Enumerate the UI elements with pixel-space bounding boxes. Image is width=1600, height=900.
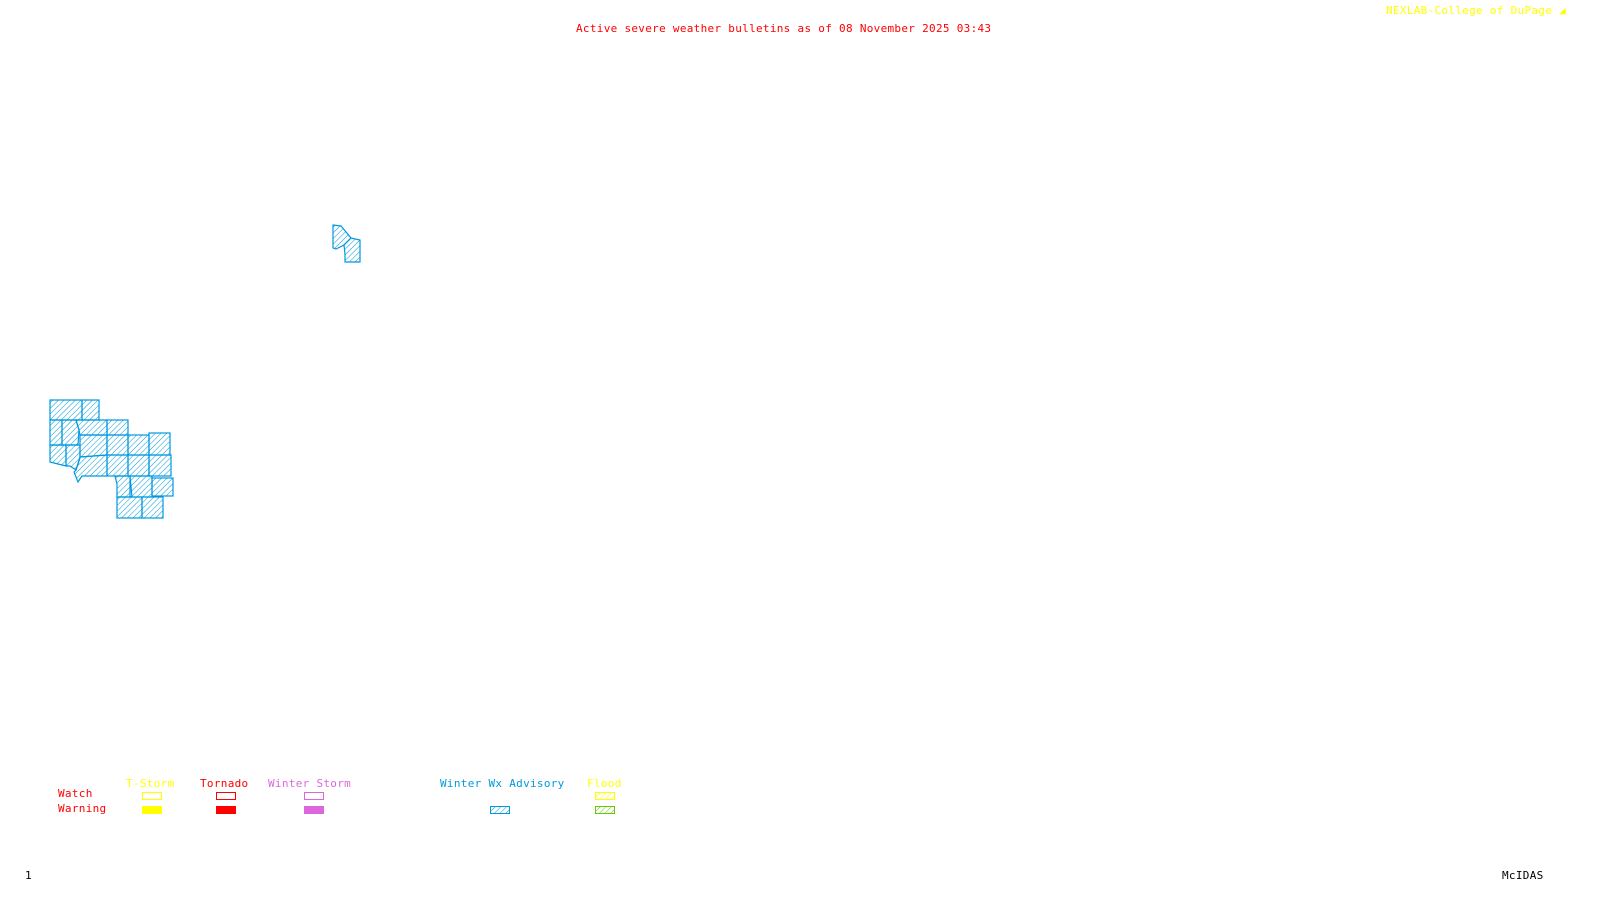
legend-label-winter-wx-advisory: Winter Wx Advisory	[440, 777, 565, 790]
legend-row-warning: Warning	[58, 802, 107, 815]
advisory-zone	[148, 454, 172, 477]
legend-tornado-watch-swatch	[216, 792, 236, 800]
advisory-zone	[79, 434, 108, 458]
advisory-zone	[116, 496, 143, 519]
advisory-zone	[61, 419, 80, 446]
credit-label: NEXLAB-College of DuPage ◢	[1386, 5, 1566, 17]
advisory-zone	[49, 399, 83, 421]
legend-winter-storm-warning-swatch	[304, 806, 324, 814]
legend-row-watch: Watch	[58, 787, 93, 800]
advisory-zone	[343, 237, 361, 263]
software-label: McIDAS	[1502, 869, 1544, 882]
advisory-zone	[141, 496, 164, 519]
advisory-zone	[151, 477, 174, 497]
advisory-zone	[75, 419, 108, 436]
legend-tstorm-warning-swatch	[142, 806, 162, 814]
legend-tornado-warning-swatch	[216, 806, 236, 814]
legend-label-winter-storm: Winter Storm	[268, 777, 352, 790]
credit-text: NEXLAB-College of DuPage	[1386, 4, 1553, 17]
legend-winter-storm-watch-swatch	[304, 792, 324, 800]
advisory-zone	[129, 475, 153, 498]
advisory-zone	[127, 434, 150, 456]
nexlab-logo-icon: ◢	[1559, 4, 1567, 17]
advisory-zone	[49, 444, 67, 467]
advisory-zone	[148, 432, 171, 456]
advisory-area-north	[332, 224, 361, 263]
advisory-zone	[127, 454, 150, 477]
advisory-zone	[81, 399, 100, 421]
legend-label-tornado: Tornado	[200, 777, 249, 790]
legend-label-tstorm: T-Storm	[126, 777, 175, 790]
frame-number: 1	[25, 869, 32, 882]
legend-label-flood: Flood	[587, 777, 622, 790]
legend-flood-warning-swatch	[595, 806, 615, 814]
advisory-zone	[106, 434, 129, 456]
legend-flood-watch-swatch	[595, 792, 615, 800]
advisory-zone	[49, 419, 63, 446]
bulletin-title: Active severe weather bulletins as of 08…	[576, 22, 992, 35]
legend-tstorm-watch-swatch	[142, 792, 162, 800]
advisory-area-west	[49, 399, 174, 519]
advisory-zone	[106, 419, 129, 436]
advisory-zone	[73, 454, 108, 484]
legend-winter-wx-advisory-swatch	[490, 806, 510, 814]
advisory-zone	[106, 454, 129, 477]
